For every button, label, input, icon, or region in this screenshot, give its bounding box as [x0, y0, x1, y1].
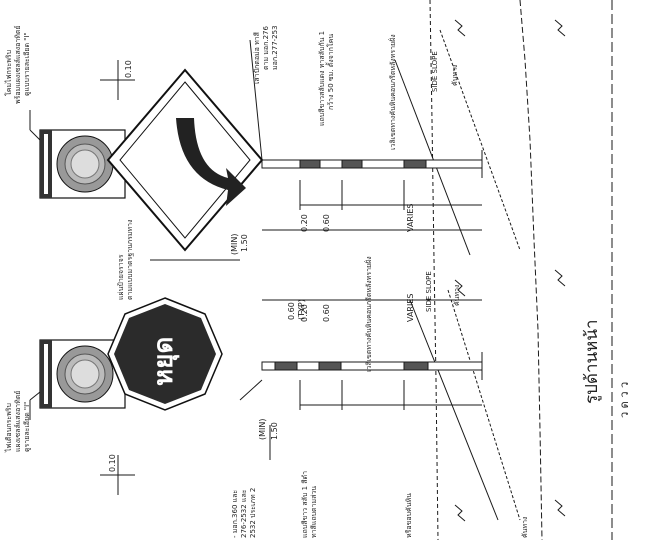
dim-varies-right: VARIES	[406, 203, 415, 232]
flashing-lamp-left	[39, 339, 126, 409]
dim-060-right: 0.60	[322, 214, 331, 232]
plate-label-2: ตามแบบมาตรฐานกรมทาง	[126, 219, 134, 301]
dim-060-left: 0.60	[322, 304, 331, 322]
slope-label-left: SIDE SLOPE	[425, 271, 433, 312]
left-edge-label: หรือขอบคันหิน	[405, 493, 413, 538]
slope-line-left	[447, 289, 521, 521]
dim-top-010: 0.10	[124, 60, 133, 78]
dim-020-right: 0.20	[300, 214, 309, 232]
view-title-marks: ว ด ว ว	[618, 381, 631, 418]
ground-line-upper	[519, 0, 543, 540]
dim-min-left-val: 1.50	[270, 422, 279, 440]
slope-line-right	[439, 29, 521, 251]
dim-060-mid: 0.60	[287, 302, 296, 320]
edge-label-top: คันทาง	[451, 64, 459, 86]
lamp-right-label-3: ดูแบบรายละเอียด "I"	[23, 32, 31, 96]
break-mark	[554, 19, 566, 37]
slope-label-right: SIDE SLOPE	[431, 51, 439, 92]
dim-typ: (TYP)	[297, 299, 306, 320]
break-mark	[554, 499, 566, 517]
left-paint-2: ทาสีแถบตามส่วน	[310, 485, 318, 538]
curve-arrow-icon	[176, 118, 246, 206]
break-mark	[454, 279, 466, 297]
stop-sign	[107, 297, 223, 411]
post-top-label-3: มอก.277-253	[271, 25, 279, 70]
dim-min-left: (MIN)	[258, 418, 267, 441]
paint-label-2: กว้าง 50 ซม. ตั้งจากโคน	[327, 33, 335, 110]
slope-line-right-2	[394, 59, 471, 256]
edge-label-bottom: คันทาง	[521, 516, 529, 538]
break-mark	[554, 269, 566, 287]
break-mark	[454, 19, 466, 37]
dim-min-right: (MIN)	[230, 233, 239, 256]
left-note-3: 2532 ประเภท 2	[249, 487, 257, 538]
slope-line-left-2	[409, 299, 499, 521]
dim-left-010: 0.10	[108, 454, 117, 472]
flashing-lamp-right	[39, 129, 126, 199]
lamp-left-label-3: ดูรายละเอียด "I"	[23, 401, 31, 452]
ground-line-edge	[429, 0, 439, 540]
concrete-label-left: เวลิเขตทางคันหินคอนกรีตหลังทรายฝั่ง	[365, 256, 373, 372]
post-left	[261, 352, 483, 380]
post-right	[261, 150, 483, 178]
view-title: รูปด้านหน้า	[582, 319, 602, 404]
dim-varies-left: VARIES	[406, 293, 415, 322]
curve-warning-sign	[106, 68, 264, 252]
dim-min-right-val: 1.50	[240, 234, 249, 252]
stop-sign-text: หยุด	[149, 336, 179, 386]
break-mark	[454, 504, 466, 522]
edge-label-mid: คันทาง	[453, 284, 461, 306]
concrete-label-right: เวลิเขตทางคันหินคอนกรีตหลังทรายฝั่ง	[389, 34, 397, 150]
